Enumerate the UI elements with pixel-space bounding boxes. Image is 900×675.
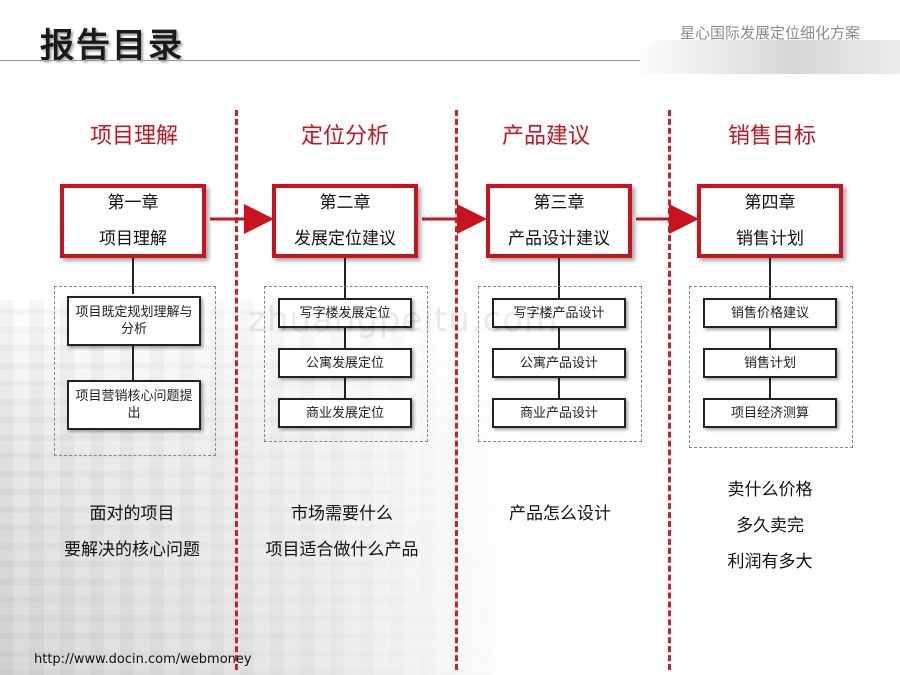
chapter4-item-1: 销售价格建议 [703,298,837,328]
background-city-image [0,300,520,675]
chapter2-item-2: 公寓发展定位 [278,348,412,378]
column-divider-2 [455,110,458,670]
chapter4-item-2: 销售计划 [703,348,837,378]
chapter2-box: 第二章 发展定位建议 [272,184,418,258]
col4-notes: 卖什么价格 多久卖完 利润有多大 [660,472,880,580]
header-swoosh [630,40,900,74]
chapter1-connector [132,344,134,380]
chapter3-item-3: 商业产品设计 [492,398,626,428]
col3-notes: 产品怎么设计 [450,496,670,532]
chapter4-group [689,286,853,448]
chapter2-group [264,286,428,442]
col4-note-3: 利润有多大 [727,552,813,572]
chapter1-number: 第一章 [107,193,159,213]
column-divider-3 [668,110,671,670]
chapter3-box: 第三章 产品设计建议 [486,184,632,258]
chapter2-connector-1 [344,326,346,350]
page-title: 报告目录 [40,26,184,66]
chapter4-stem [769,258,771,298]
chapter2-stem [344,258,346,298]
chapter2-title: 发展定位建议 [294,229,396,249]
chapter2-number: 第二章 [319,193,371,213]
chapter1-item-2: 项目营销核心问题提出 [67,380,201,430]
chapter3-number: 第三章 [533,193,585,213]
chapter2-connector-2 [344,376,346,400]
col4-note-2: 多久卖完 [736,516,804,536]
chapter4-connector-2 [769,376,771,400]
col2-heading: 定位分析 [300,124,389,149]
chapter4-item-3: 项目经济测算 [703,398,837,428]
chapter3-connector-1 [558,326,560,350]
chapter3-title: 产品设计建议 [508,229,610,249]
column-divider-1 [235,110,238,670]
chapter3-item-2: 公寓产品设计 [492,348,626,378]
col1-note-2: 要解决的核心问题 [64,540,200,560]
col2-notes: 市场需要什么 项目适合做什么产品 [232,496,452,568]
chapter1-box: 第一章 项目理解 [60,184,206,258]
chapter1-group [54,286,216,456]
col4-note-1: 卖什么价格 [727,480,813,500]
chapter3-stem [558,258,560,298]
watermark-text: zhuangpeitu.com [248,300,559,340]
page-subtitle: 星心国际发展定位细化方案 [679,24,860,42]
chapter3-item-1: 写字楼产品设计 [492,298,626,328]
chapter1-item-1: 项目既定规划理解与分析 [67,296,201,346]
chapter2-item-3: 商业发展定位 [278,398,412,428]
chapter3-connector-2 [558,376,560,400]
col3-note-1: 产品怎么设计 [509,504,611,524]
chapter4-box: 第四章 销售计划 [697,184,843,258]
chapter3-group [478,286,642,442]
footer-url: http://www.docin.com/webmoney [34,652,252,667]
chapter4-number: 第四章 [744,193,796,213]
col1-notes: 面对的项目 要解决的核心问题 [22,496,242,568]
col2-note-2: 项目适合做什么产品 [265,540,419,560]
chapter4-connector-1 [769,326,771,350]
col1-note-1: 面对的项目 [89,504,175,524]
chapter2-item-1: 写字楼发展定位 [278,298,412,328]
col4-heading: 销售目标 [727,124,816,149]
chapter4-title: 销售计划 [736,229,804,249]
col2-note-1: 市场需要什么 [291,504,393,524]
chapter1-stem [132,258,134,294]
chapter1-title: 项目理解 [99,229,167,249]
header-rule [0,60,640,61]
col1-heading: 项目理解 [89,124,178,149]
col3-heading: 产品建议 [501,124,590,149]
